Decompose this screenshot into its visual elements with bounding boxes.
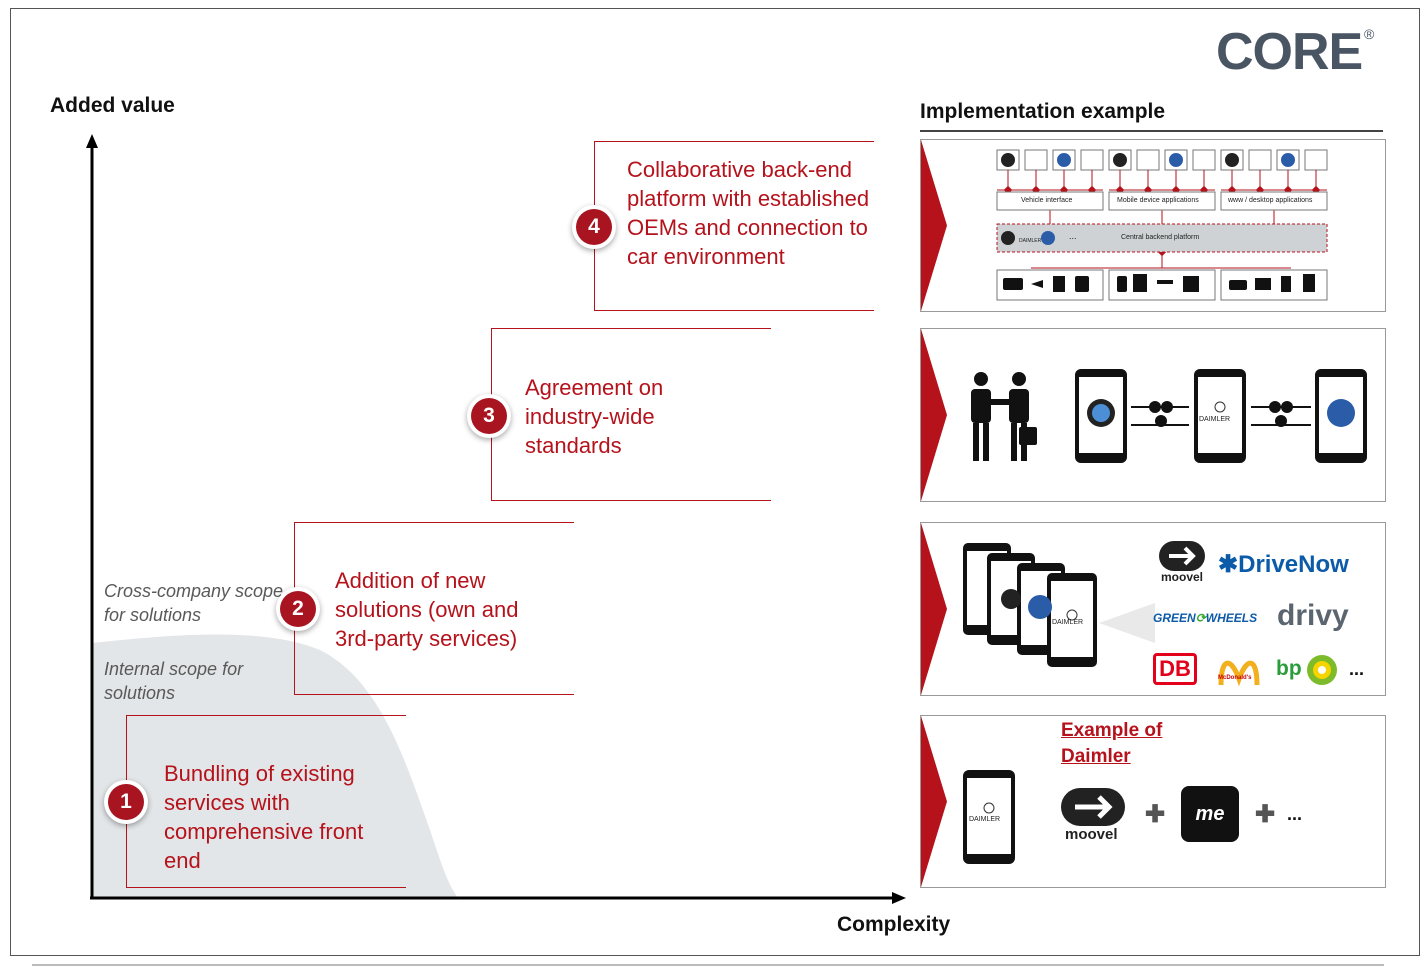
implementation-title: Implementation example [920,100,1166,123]
handshake-icon [971,372,1037,461]
step-4-badge: 4 [576,209,612,245]
greenwheels-label-b: WHEELS [1205,611,1258,625]
step-2-badge: 2 [280,591,316,627]
moovel-label: moovel [1161,570,1204,584]
chevron-marker [921,716,947,887]
chevron-marker [921,329,947,501]
oem-standards-diagram [1075,369,1367,463]
more-partners: ... [1349,659,1365,679]
core-logo: CORE [1216,23,1363,81]
web-apps-label: www / desktop applications [1228,197,1313,204]
drivenow-logo: ✱DriveNow [1218,551,1349,578]
slide-frame [10,8,1420,956]
partners-example-box: DAIMLER moovel ✱DriveNow GREEN⟳WHEELS dr… [920,522,1386,696]
step-1-text: Bundling of existing services with compr… [164,761,364,873]
partners-daimler-label: DAIMLER [1052,619,1084,626]
platform-example-box: Vehicle interface Mobile device applicat… [920,139,1386,312]
bp-helios-icon [1307,655,1337,685]
y-axis-label: Added value [50,94,175,117]
step-2-text: Addition of new solutions (own and 3rd-p… [335,568,519,651]
implementation-underline [920,130,1383,132]
internal-scope-label: Internal scope for solutions [104,659,244,703]
standards-daimler-label: DAIMLER [1199,416,1231,423]
fan-shadow [1099,603,1155,643]
backend-platform-label: Central backend platform [1121,234,1200,241]
backend-daimler-label: DAIMLER [1019,238,1042,244]
moovel-logo-icon [1159,541,1205,571]
moovel-logo-icon [1061,788,1125,826]
daimler-example-box: Example of Daimler DAIMLER moovel ✚ me ✚… [920,715,1386,888]
chevron-marker [921,523,947,695]
x-axis-arrow [892,892,906,904]
registered-mark: ® [1364,26,1375,42]
drivenow-label: DriveNow [1238,551,1349,578]
step-3-text: Agreement on industry-wide standards [525,375,664,458]
phone-icon [963,770,1015,864]
greenwheels-logo: GREEN⟳WHEELS [1153,611,1258,625]
moovel-label: moovel [1065,826,1118,843]
mcdonalds-logo-icon [1218,660,1260,687]
drivy-logo: drivy [1277,599,1349,632]
backend-more-label: ... [1069,231,1077,241]
db-logo: DB [1153,653,1197,685]
mercedes-me-logo: me [1181,786,1239,842]
stacked-phones-icon [963,543,1097,667]
platform-diagram [996,149,1328,301]
step-3-badge: 3 [471,398,507,434]
step-4-text: Collaborative back-end platform with est… [627,157,870,269]
plus-icon: ✚ [1145,801,1166,828]
internal-scope-area [92,634,458,898]
daimler-example-title-line1: Example of [1061,720,1163,741]
footer-divider [32,964,1384,966]
bp-label: bp [1276,657,1302,680]
daimler-example-title[interactable]: Example of Daimler [1061,718,1162,770]
y-axis-arrow [86,134,98,148]
cross-company-scope-label: Cross-company scope for solutions [104,581,284,625]
more-services: ... [1287,804,1303,824]
standards-example-box: DAIMLER [920,328,1386,502]
plus-icon: ✚ [1255,801,1276,828]
mobile-apps-label: Mobile device applications [1117,197,1199,204]
axes-diagram [86,134,906,904]
greenwheels-label-a: GREEN [1153,611,1196,625]
phone-daimler-label: DAIMLER [969,816,1001,823]
step-1-badge: 1 [108,784,144,820]
vehicle-interface-label: Vehicle interface [1021,197,1073,204]
daimler-example-title-line2: Daimler [1061,746,1131,767]
chevron-marker [921,140,947,311]
x-axis-label: Complexity [837,913,951,936]
mcdonalds-label: McDonald's [1218,675,1252,681]
